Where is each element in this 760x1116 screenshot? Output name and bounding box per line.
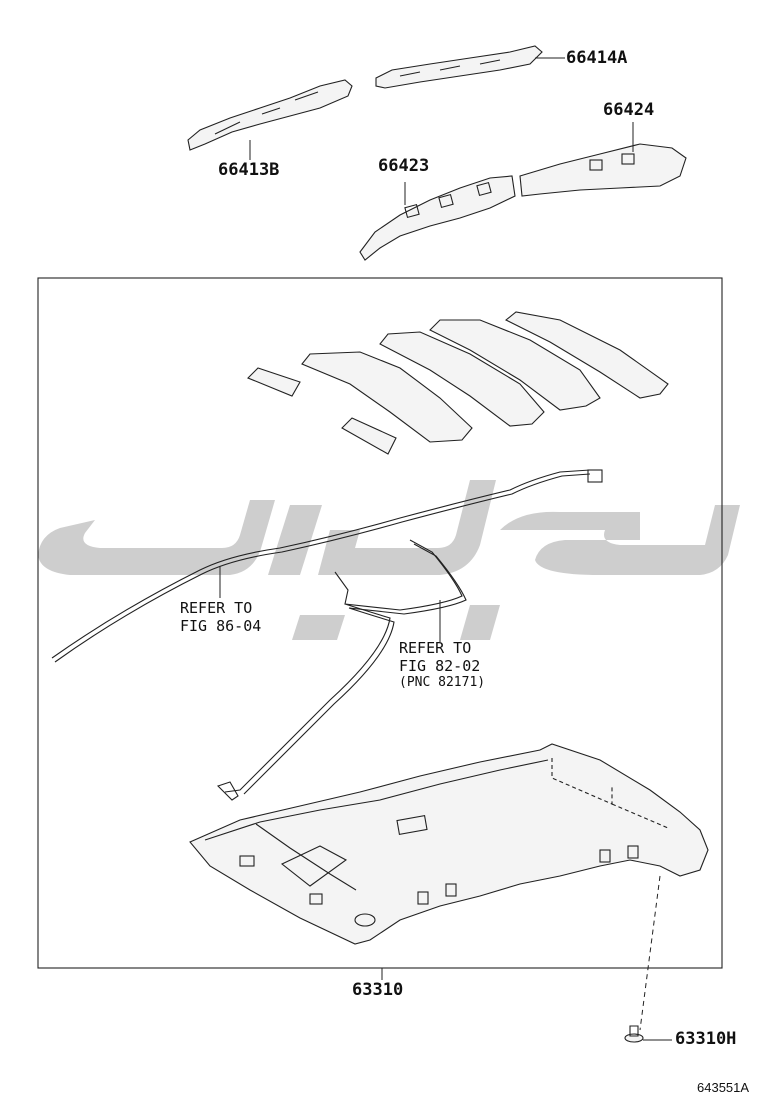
reference-line: REFER TO <box>180 599 253 617</box>
label-66413b[interactable]: 66413B <box>218 160 280 180</box>
reference-fig-86-04[interactable]: REFER TO FIG 86-04 <box>180 599 261 635</box>
part-66423-drawing <box>359 175 516 261</box>
reference-pnc: (PNC 82171) <box>399 675 486 690</box>
part-63310h-drawing <box>624 1025 672 1043</box>
part-66413b-drawing <box>187 79 353 160</box>
label-66423[interactable]: 66423 <box>378 156 430 176</box>
watermark-logo <box>38 480 740 640</box>
reference-line: FIG 86-04 <box>180 617 262 635</box>
part-63310-drawing <box>189 743 709 1031</box>
assembly-frame <box>37 277 723 969</box>
wire-harness-82 <box>216 539 467 801</box>
reference-line: FIG 82-02 <box>399 657 481 675</box>
label-63310[interactable]: 63310 <box>352 980 404 1000</box>
wire-harness-86 <box>51 469 603 663</box>
padding-strips <box>247 311 669 455</box>
part-66424-drawing <box>519 122 687 197</box>
reference-line: REFER TO <box>399 639 472 657</box>
label-66414a[interactable]: 66414A <box>566 48 628 68</box>
part-66414a-drawing <box>375 45 565 89</box>
reference-fig-82-02[interactable]: REFER TO FIG 82-02 (PNC 82171) <box>399 639 485 691</box>
illustration-code: 643551A <box>697 1080 750 1095</box>
label-63310h[interactable]: 63310H <box>675 1029 737 1049</box>
label-66424[interactable]: 66424 <box>603 100 655 120</box>
